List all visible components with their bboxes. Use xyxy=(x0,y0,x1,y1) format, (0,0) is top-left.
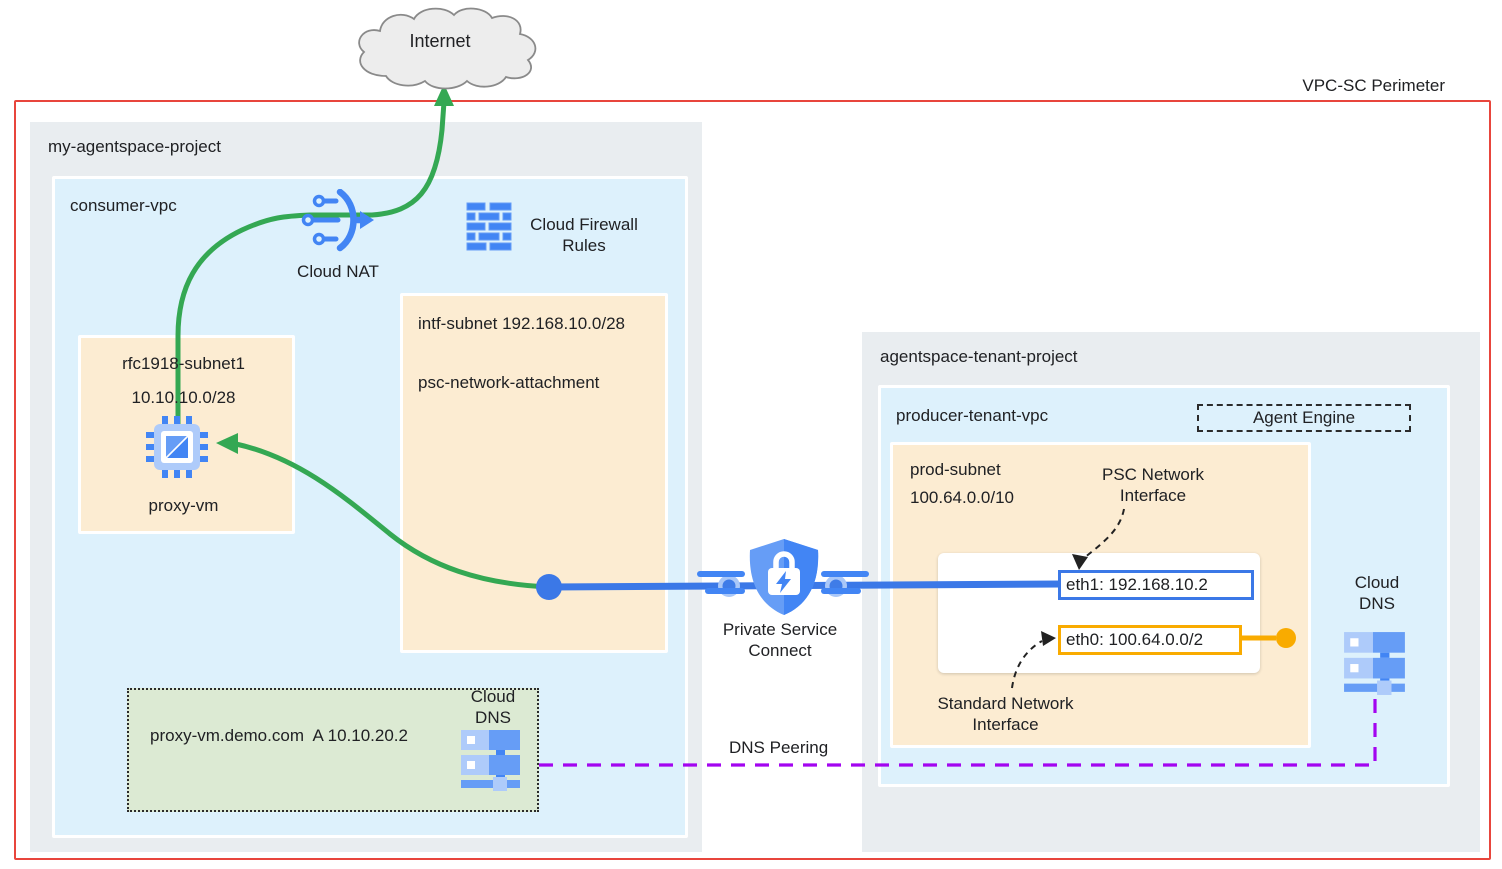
private-service-connect-icon xyxy=(746,537,822,617)
eth0-interface: eth0: 100.64.0.0/2 xyxy=(1058,625,1242,655)
internet-label: Internet xyxy=(409,31,471,51)
rfc1918-subnet1-label: rfc1918-subnet1 xyxy=(122,354,245,373)
prod-subnet-label: prod-subnet xyxy=(910,460,1001,479)
producer-tenant-vpc-label: producer-tenant-vpc xyxy=(896,406,1049,425)
cloud-nat-icon xyxy=(300,189,376,253)
agentspace-tenant-project-label: agentspace-tenant-project xyxy=(880,347,1078,366)
eth1-interface: eth1: 192.168.10.2 xyxy=(1058,570,1254,600)
proxy-vm-icon xyxy=(146,416,208,478)
internet-cloud-icon xyxy=(350,4,540,94)
vpc-sc-perimeter-label: VPC-SC Perimeter xyxy=(1302,76,1445,95)
psc-network-attachment-label: psc-network-attachment xyxy=(418,373,600,392)
intf-subnet-box xyxy=(400,293,668,653)
agent-engine-label: Agent Engine xyxy=(1252,408,1356,427)
dns-peering-label: DNS Peering xyxy=(729,738,829,757)
cloud-firewall-icon xyxy=(465,202,513,252)
consumer-vpc-label: consumer-vpc xyxy=(70,196,177,215)
proxy-vm-label: proxy-vm xyxy=(148,496,219,515)
cloud-nat-label: Cloud NAT xyxy=(297,262,379,281)
prod-subnet-cidr-label: 100.64.0.0/10 xyxy=(910,488,1014,507)
dns-record-label: proxy-vm.demo.com A 10.10.20.2 xyxy=(150,726,408,745)
agent-engine-box: Agent Engine xyxy=(1197,404,1411,432)
my-agentspace-project-label: my-agentspace-project xyxy=(48,137,221,156)
rfc1918-cidr-label: 10.10.10.0/28 xyxy=(131,388,236,407)
cloud-dns-left-icon xyxy=(459,728,523,792)
cloud-dns-right-icon xyxy=(1342,630,1408,696)
vpc-sc-perimeter-box xyxy=(14,100,1491,860)
intf-subnet-label: intf-subnet 192.168.10.0/28 xyxy=(418,314,625,333)
